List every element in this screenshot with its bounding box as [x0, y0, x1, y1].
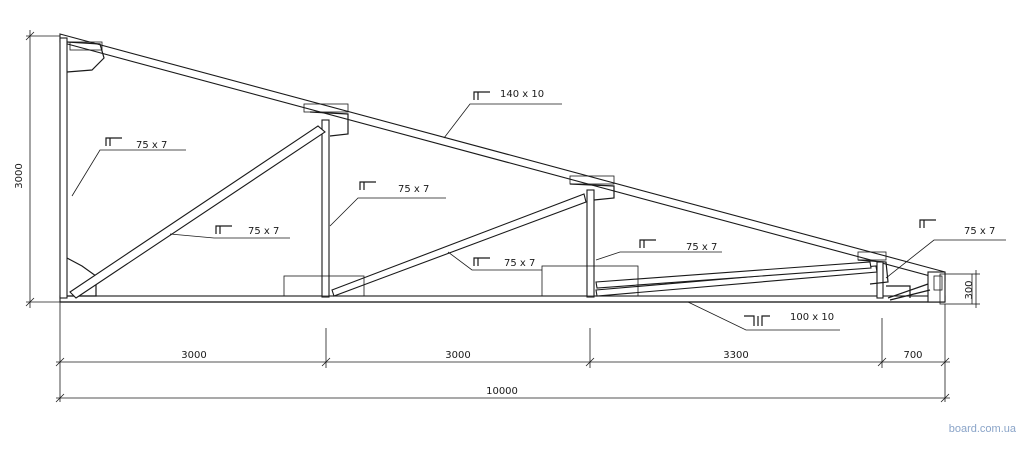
diag-1-label: 75 x 7 [248, 226, 279, 237]
right-end-callout: 75 x 7 [885, 219, 1006, 279]
support-block-1 [283, 275, 365, 297]
span-4-label: 700 [903, 350, 922, 361]
left-post-callout: 75 x 7 [71, 137, 186, 197]
total-dimension: 10000 [55, 386, 950, 403]
watermark-text: board.com.ua [949, 423, 1017, 435]
span-dimensions: 3000 3000 3300 700 [55, 302, 950, 402]
top-chord-label: 140 x 10 [500, 89, 544, 100]
left-post [59, 37, 68, 299]
diagonal-2 [331, 193, 587, 297]
post-2-label: 75 x 7 [686, 242, 717, 253]
left-top-gusset [66, 41, 105, 73]
right-end-label: 75 x 7 [964, 226, 995, 237]
diag-2-callout: 75 x 7 [447, 251, 542, 271]
height-dimension-right: 300 [964, 270, 980, 308]
span-3-label: 3300 [723, 350, 748, 361]
top-chord [59, 33, 946, 281]
diag-2-label: 75 x 7 [504, 258, 535, 269]
post-1-callout: 75 x 7 [329, 181, 446, 227]
post-2 [569, 175, 615, 298]
bottom-chord-callout: 100 x 10 [687, 301, 840, 331]
height-right-label: 300 [964, 280, 975, 299]
span-1-label: 3000 [181, 350, 206, 361]
height-dimension-left: 3000 [14, 30, 60, 308]
bottom-chord [59, 295, 946, 303]
right-end [887, 271, 973, 305]
diag-1-callout: 75 x 7 [169, 225, 290, 239]
post-2-callout: 75 x 7 [595, 239, 722, 261]
total-span-label: 10000 [486, 386, 518, 397]
left-post-label: 75 x 7 [136, 140, 167, 151]
post-3 [857, 251, 911, 299]
bottom-chord-label: 100 x 10 [790, 312, 834, 323]
post-1 [303, 103, 349, 298]
diagonal-1 [69, 125, 326, 299]
top-chord-callout: 140 x 10 [443, 89, 562, 139]
post-1-label: 75 x 7 [398, 184, 429, 195]
support-block-2 [541, 265, 639, 297]
span-2-label: 3000 [445, 350, 470, 361]
height-left-label: 3000 [14, 163, 25, 188]
